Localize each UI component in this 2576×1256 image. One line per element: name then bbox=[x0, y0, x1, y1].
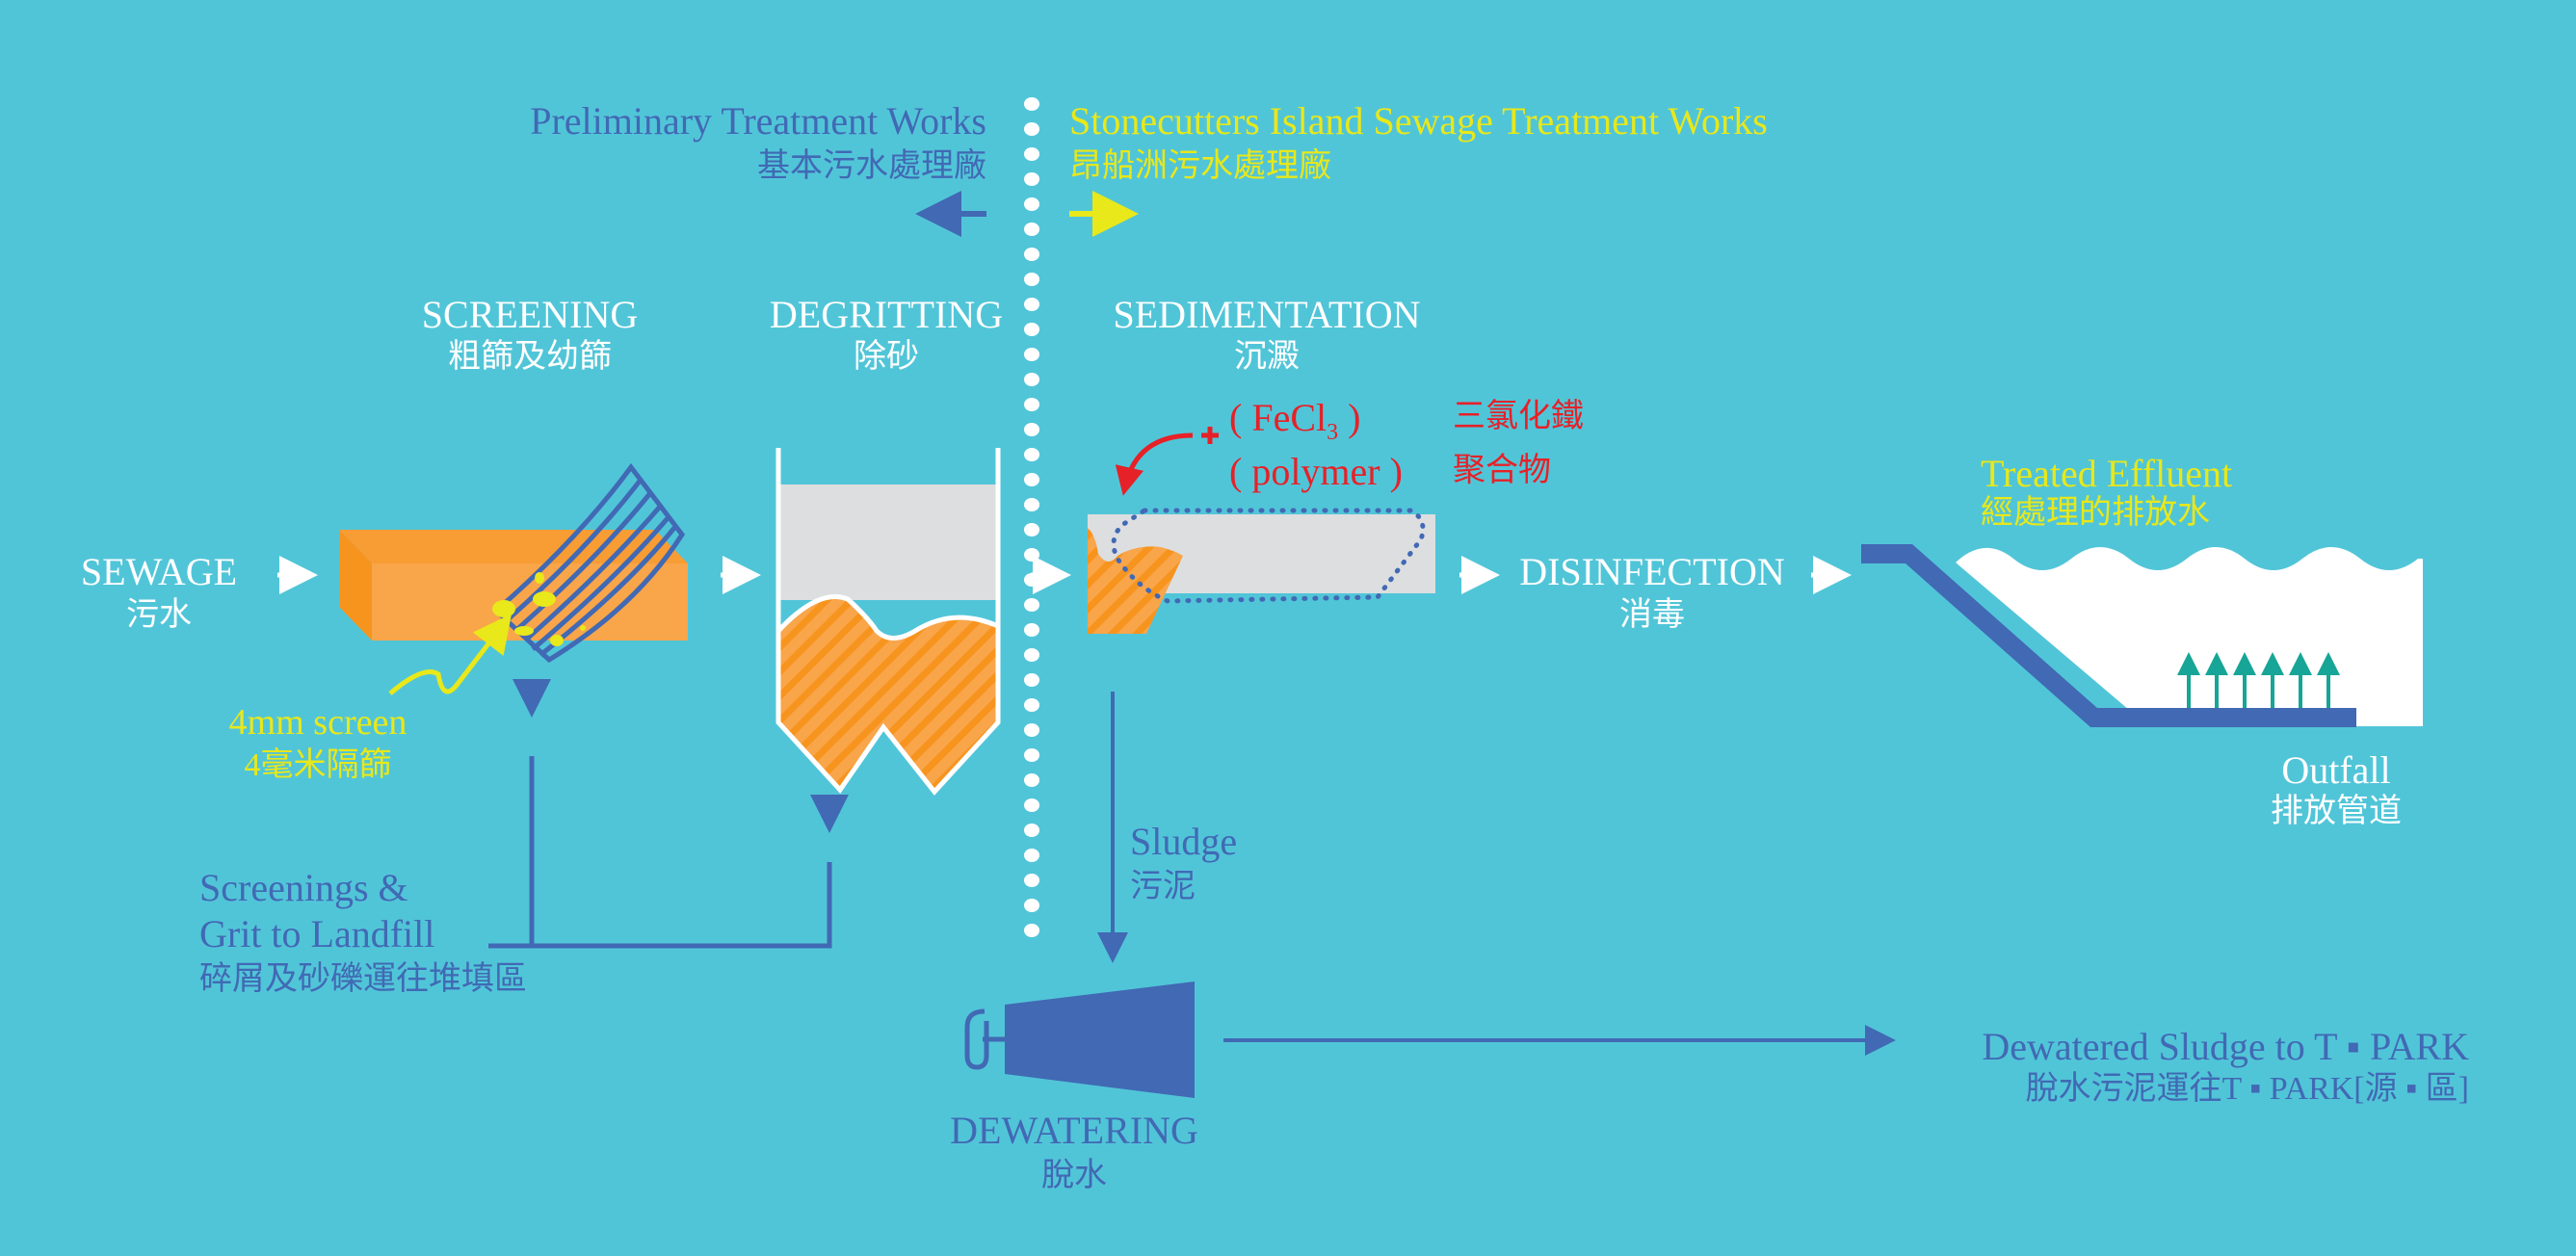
degritting-tank-icon bbox=[775, 448, 1001, 796]
fecl3-close: ) bbox=[1338, 396, 1361, 439]
divider-dot bbox=[1024, 172, 1039, 186]
landfill-label-en-line1: Screenings & bbox=[199, 866, 408, 909]
stage-sedimentation-en: SEDIMENTATION bbox=[1113, 293, 1421, 336]
plus-icon bbox=[1201, 427, 1219, 444]
stonecutters-title-zh: 昂船洲污水處理廠 bbox=[1069, 148, 1331, 184]
chemical-polymer-zh: 聚合物 bbox=[1453, 453, 1551, 488]
divider-dot bbox=[1024, 748, 1039, 762]
divider-dot bbox=[1024, 298, 1039, 311]
bar-screen-icon bbox=[492, 462, 686, 664]
section-divider bbox=[1024, 97, 1039, 937]
divider-dot bbox=[1024, 648, 1039, 662]
stage-disinfection-en: DISINFECTION bbox=[1519, 550, 1785, 593]
divider-dot bbox=[1024, 197, 1039, 211]
divider-dot bbox=[1024, 598, 1039, 612]
stage-degritting-en: DEGRITTING bbox=[769, 293, 1004, 336]
fecl3-formula: ( FeCl bbox=[1229, 396, 1327, 439]
divider-dot bbox=[1024, 623, 1039, 637]
divider-dot bbox=[1024, 723, 1039, 737]
divider-dot bbox=[1024, 498, 1039, 511]
divider-dot bbox=[1024, 473, 1039, 486]
stage-screening-en: SCREENING bbox=[421, 293, 639, 336]
screenings-debris-icon bbox=[492, 572, 586, 646]
sludge-label-en: Sludge bbox=[1130, 820, 1238, 863]
divider-dot bbox=[1024, 147, 1039, 161]
chemical-dosing-arrow bbox=[1115, 432, 1194, 496]
centrifuge-icon bbox=[964, 981, 1195, 1098]
divider-dot bbox=[1024, 248, 1039, 261]
divider-dot bbox=[1024, 97, 1039, 111]
stage-screening-zh: 粗篩及幼篩 bbox=[448, 339, 612, 375]
divider-dot bbox=[1024, 348, 1039, 361]
divider-dot bbox=[1024, 523, 1039, 536]
tpark-label-en: Dewatered Sludge to T ▪ PARK bbox=[1982, 1025, 2469, 1068]
stage-sewage-en: SEWAGE bbox=[80, 550, 238, 593]
divider-dot bbox=[1024, 899, 1039, 912]
effluent-label-en: Treated Effluent bbox=[1981, 452, 2233, 495]
fecl3-subscript: 3 bbox=[1327, 420, 1339, 445]
divider-dot bbox=[1024, 373, 1039, 386]
landfill-label-en-line2: Grit to Landfill bbox=[199, 912, 435, 955]
divider-dot bbox=[1024, 448, 1039, 461]
stage-degritting-zh: 除砂 bbox=[854, 339, 919, 375]
screen-pointer-arrow bbox=[388, 614, 513, 695]
divider-dot bbox=[1024, 698, 1039, 712]
divider-dot bbox=[1024, 874, 1039, 887]
outfall-label-zh: 排放管道 bbox=[2271, 794, 2402, 829]
stage-sedimentation-zh: 沉澱 bbox=[1234, 339, 1300, 375]
screenings-flow-lines bbox=[488, 679, 849, 949]
screen-label-zh: 4毫米隔篩 bbox=[244, 747, 392, 783]
preliminary-title-en: Preliminary Treatment Works bbox=[530, 99, 986, 143]
preliminary-title-zh: 基本污水處理廠 bbox=[757, 148, 986, 184]
divider-dot bbox=[1024, 673, 1039, 687]
divider-dot bbox=[1024, 222, 1039, 236]
screen-label-en: 4mm screen bbox=[228, 702, 407, 743]
divider-dot bbox=[1024, 122, 1039, 136]
divider-dot bbox=[1024, 273, 1039, 286]
chemical-fecl3-zh: 三氯化鐵 bbox=[1453, 399, 1584, 434]
chemical-fecl3-en: ( FeCl3 ) bbox=[1229, 396, 1361, 446]
effluent-label-zh: 經處理的排放水 bbox=[1981, 495, 2210, 531]
chemical-polymer-en: ( polymer ) bbox=[1229, 450, 1403, 493]
divider-dot bbox=[1024, 398, 1039, 411]
stage-dewatering-en: DEWATERING bbox=[950, 1109, 1198, 1152]
divider-dot bbox=[1024, 773, 1039, 787]
stage-sewage-zh: 污水 bbox=[126, 597, 192, 633]
outfall-icon bbox=[1861, 544, 2423, 727]
divider-dot bbox=[1024, 849, 1039, 862]
sedimentation-tank-icon bbox=[1088, 508, 1435, 634]
divider-dot bbox=[1024, 423, 1039, 436]
divider-dot bbox=[1024, 548, 1039, 562]
divider-dot bbox=[1024, 798, 1039, 812]
stage-dewatering-zh: 脫水 bbox=[1041, 1158, 1107, 1193]
divider-dot bbox=[1024, 824, 1039, 837]
divider-dot bbox=[1024, 323, 1039, 336]
diffuser-arrows bbox=[2177, 652, 2340, 708]
stage-disinfection-zh: 消毒 bbox=[1619, 597, 1685, 633]
outfall-label-en: Outfall bbox=[2281, 748, 2391, 792]
stonecutters-title-en: Stonecutters Island Sewage Treatment Wor… bbox=[1069, 99, 1768, 143]
sludge-label-zh: 污泥 bbox=[1130, 869, 1196, 904]
tpark-label-zh: 脫水污泥運往T ▪ PARK[源 ▪ 區] bbox=[2025, 1071, 2469, 1107]
landfill-label-zh: 碎屑及砂礫運往堆填區 bbox=[199, 961, 527, 997]
divider-dot bbox=[1024, 924, 1039, 937]
